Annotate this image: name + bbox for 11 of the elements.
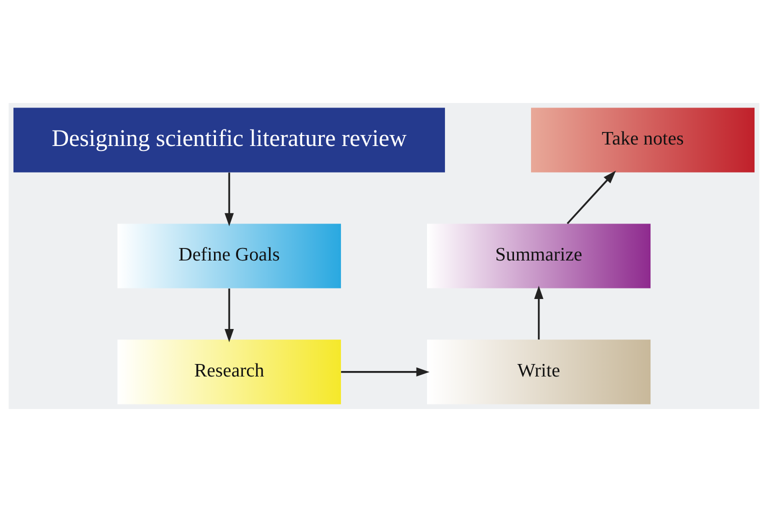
node-box: Summarize <box>427 224 651 288</box>
arrow <box>534 286 544 340</box>
node-box: Define Goals <box>117 224 341 288</box>
arrow <box>224 288 234 342</box>
node-box: Research <box>117 340 341 404</box>
node-box: Write <box>427 340 651 404</box>
node-box: Take notes <box>531 108 755 172</box>
arrow <box>566 170 616 224</box>
arrow <box>341 367 430 377</box>
node-box: Designing scientific literature review <box>13 108 445 172</box>
arrow <box>224 172 234 226</box>
